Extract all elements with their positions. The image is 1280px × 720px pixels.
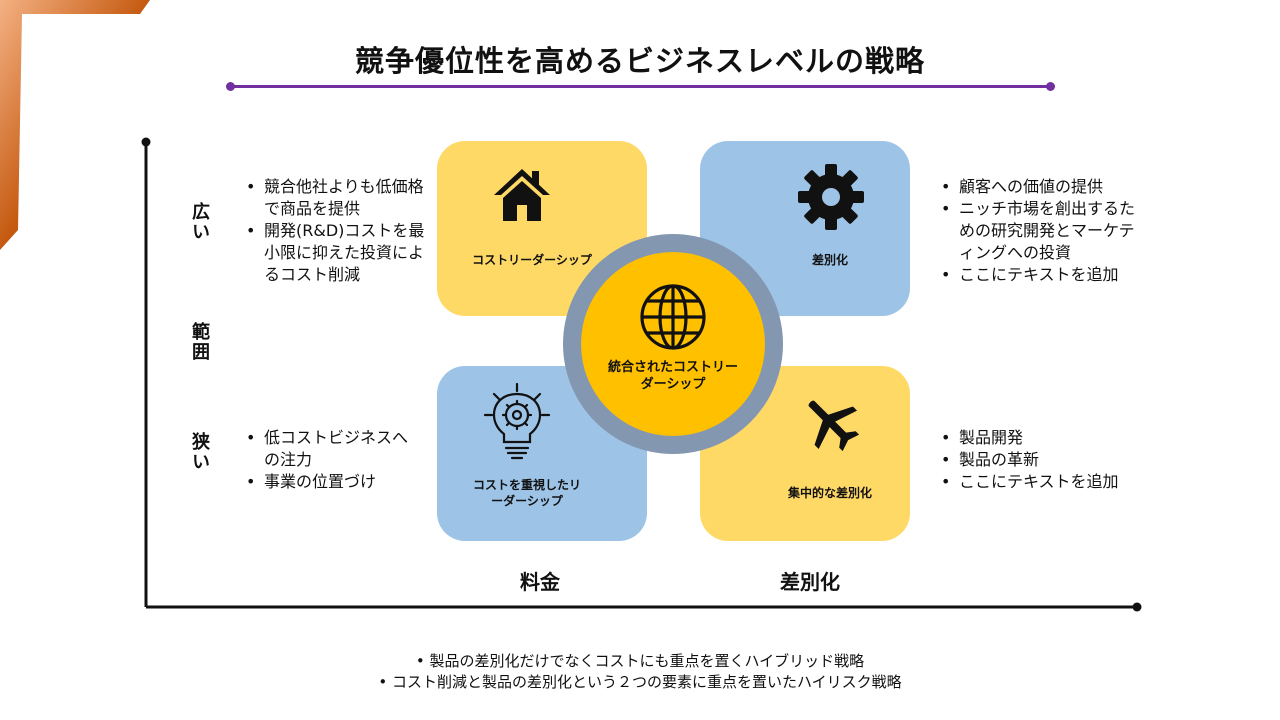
y-label-narrow: 狭い: [189, 432, 210, 472]
quadrant-label-differentiation: 差別化: [811, 253, 848, 267]
x-label-differentiation: 差別化: [780, 570, 840, 594]
center-label: 統合されたコストリーダーシップ: [608, 360, 739, 392]
list-item: 事業の位置づけ: [244, 471, 414, 493]
house-icon: [494, 169, 550, 221]
list-item: ニッチ市場を創出するための研究開発とマーケティングへの投資: [939, 198, 1144, 264]
footer-line: • コスト削減と製品の差別化という２つの要素に重点を置いたハイリスク戦略: [378, 673, 902, 691]
corner-decoration: [0, 0, 150, 250]
globe-icon: [640, 284, 706, 350]
notes-top-right: 顧客への価値の提供 ニッチ市場を創出するための研究開発とマーケティングへの投資 …: [939, 176, 1144, 286]
list-item: 製品の革新: [939, 449, 1144, 471]
notes-bottom-right: 製品開発 製品の革新 ここにテキストを追加: [939, 427, 1144, 493]
title-line-right-dot: [1046, 82, 1055, 91]
list-item: 顧客への価値の提供: [939, 176, 1144, 198]
quadrant-label-focused-differentiation: 集中的な差別化: [787, 486, 872, 500]
title-underline: [230, 85, 1050, 88]
airplane-icon: [808, 400, 860, 452]
quadrant-label-cost-focus: コストを重視したリーダーシップ: [472, 478, 581, 508]
lightbulb-gear-icon: [483, 382, 551, 460]
quadrant-label-cost-leadership: コストリーダーシップ: [472, 253, 592, 267]
page-title: 競争優位性を高めるビジネスレベルの戦略: [354, 44, 925, 78]
list-item: 開発(R&D)コストを最小限に抑えた投資によるコスト削減: [244, 220, 434, 286]
footer-line: • 製品の差別化だけでなくコストにも重点を置くハイブリッド戦略: [415, 652, 865, 670]
list-item: ここにテキストを追加: [939, 264, 1144, 286]
title-line-left-dot: [226, 82, 235, 91]
list-item: 製品開発: [939, 427, 1144, 449]
list-item: 低コストビジネスへの注力: [244, 427, 414, 471]
x-label-price: 料金: [520, 570, 560, 594]
notes-top-left: 競合他社よりも低価格で商品を提供 開発(R&D)コストを最小限に抑えた投資による…: [244, 176, 434, 286]
footer-notes: • 製品の差別化だけでなくコストにも重点を置くハイブリッド戦略 • コスト削減と…: [0, 651, 1280, 693]
notes-bottom-left: 低コストビジネスへの注力 事業の位置づけ: [244, 427, 414, 493]
list-item: 競合他社よりも低価格で商品を提供: [244, 176, 434, 220]
y-label-scope: 範囲: [189, 322, 210, 362]
center-circle: 統合されたコストリーダーシップ: [581, 252, 765, 436]
footer-line-text: コスト削減と製品の差別化という２つの要素に重点を置いたハイリスク戦略: [391, 673, 902, 691]
list-item: ここにテキストを追加: [939, 471, 1144, 493]
footer-line-text: 製品の差別化だけでなくコストにも重点を置くハイブリッド戦略: [429, 652, 865, 670]
gear-icon: [798, 164, 864, 230]
y-label-wide: 広い: [189, 202, 210, 242]
